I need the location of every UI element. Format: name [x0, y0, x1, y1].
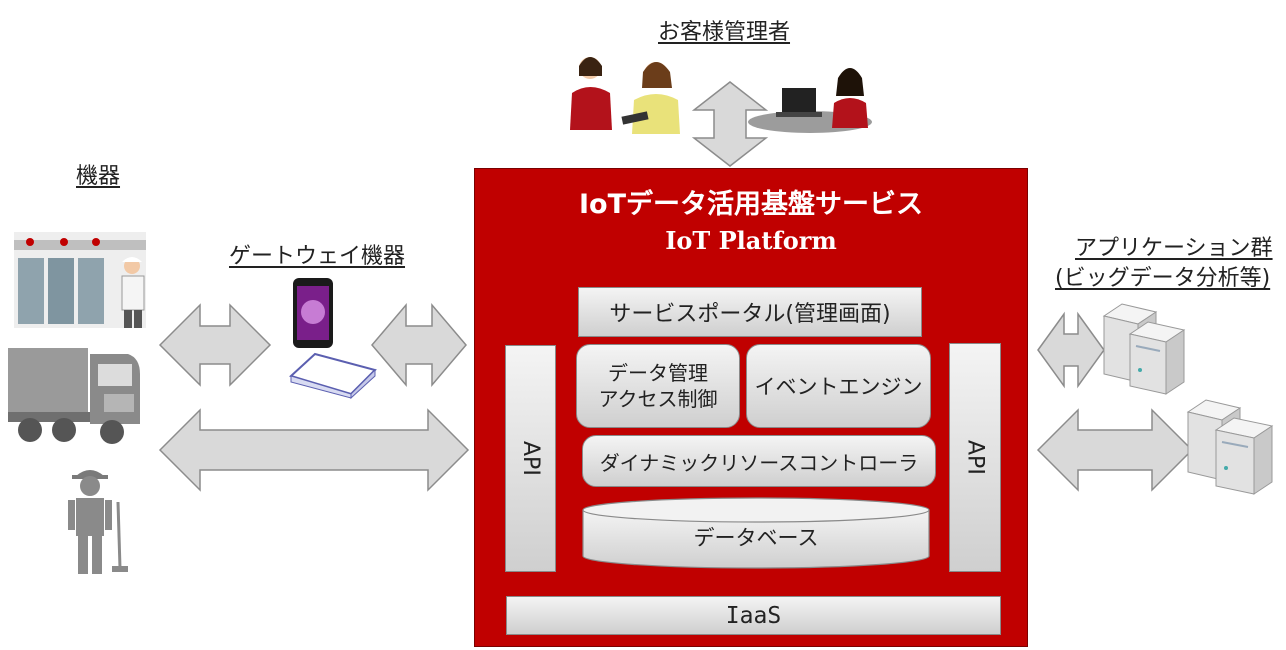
api-right-box: API: [949, 343, 1001, 572]
gateway-platform-arrow: [371, 302, 467, 388]
platform-app-arrow-upper: [1037, 311, 1105, 389]
iaas-box: IaaS: [506, 596, 1001, 635]
resource-controller-box: ダイナミックリソースコントローラ: [582, 435, 936, 487]
apps-label-line2: (ビッグデータ分析等): [1055, 266, 1271, 291]
truck-icon: [8, 348, 140, 444]
factory-machine-icon: [14, 232, 146, 328]
server-icon-upper: [1102, 303, 1186, 395]
data-management-line2: アクセス制御: [598, 387, 718, 411]
device-gateway-arrow: [158, 303, 272, 387]
platform-subtitle: IoT Platform: [665, 226, 837, 255]
database-label: データベース: [693, 526, 819, 550]
device-platform-arrow: [158, 408, 470, 492]
data-management-box: データ管理 アクセス制御: [576, 344, 740, 428]
admin-people-icon: [570, 57, 872, 134]
data-management-line1: データ管理: [608, 361, 708, 385]
admin-label: お客様管理者: [658, 20, 791, 45]
platform-title: IoTデータ活用基盤サービス: [578, 189, 923, 220]
database-cylinder: [582, 497, 930, 569]
gateway-device-icon: [289, 278, 377, 400]
service-portal-box: サービスポータル(管理画面): [578, 287, 922, 337]
apps-label-line1: アプリケーション群: [1075, 236, 1273, 261]
worker-icon: [68, 470, 128, 574]
gateway-label: ゲートウェイ機器: [229, 244, 406, 269]
devices-label: 機器: [76, 164, 121, 189]
platform-app-arrow-lower: [1036, 408, 1194, 492]
event-engine-box: イベントエンジン: [746, 344, 931, 428]
api-left-box: API: [505, 345, 556, 572]
admin-platform-arrow: [691, 81, 769, 167]
server-icon-lower: [1186, 399, 1274, 495]
